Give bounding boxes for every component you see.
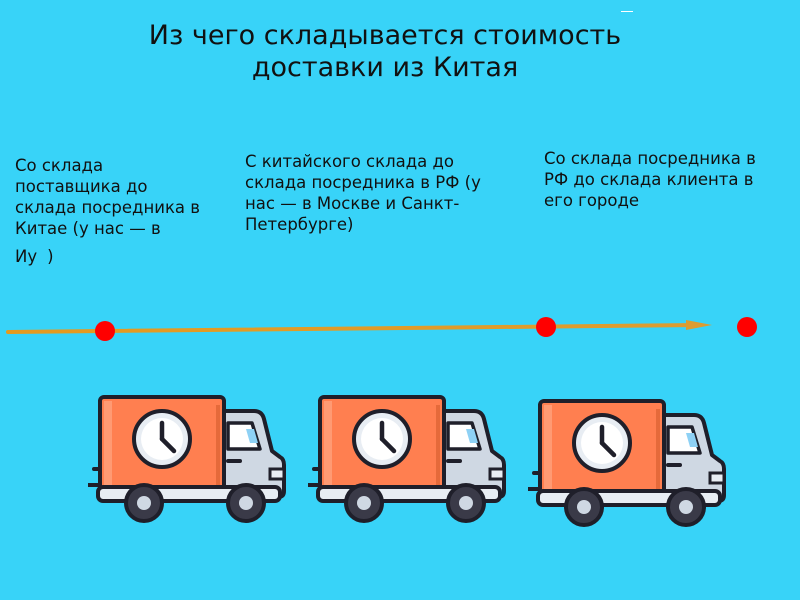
route-line xyxy=(6,317,757,341)
page-title: Из чего складывается стоимость доставки … xyxy=(148,20,622,83)
step-1-tail-paren: ) xyxy=(47,247,54,266)
route-point-1 xyxy=(95,321,115,341)
decorative-dash xyxy=(621,11,633,12)
route-arrowhead xyxy=(686,320,712,330)
delivery-truck-clock-icon xyxy=(528,397,728,532)
delivery-truck-clock-icon xyxy=(88,393,288,528)
step-1-label: Со склада поставщика до склада посредник… xyxy=(15,156,201,238)
step-2-label: С китайского склада до склада посредника… xyxy=(245,152,481,234)
route-point-2 xyxy=(536,317,556,337)
step-1-tail-word: Иу xyxy=(15,247,38,266)
step-3-label: Со склада посредника в РФ до склада клие… xyxy=(544,149,756,210)
route-point-3 xyxy=(737,317,757,337)
step-1-tail: Иу) xyxy=(15,246,54,267)
delivery-truck-clock-icon xyxy=(308,393,508,528)
route-path xyxy=(6,323,702,334)
